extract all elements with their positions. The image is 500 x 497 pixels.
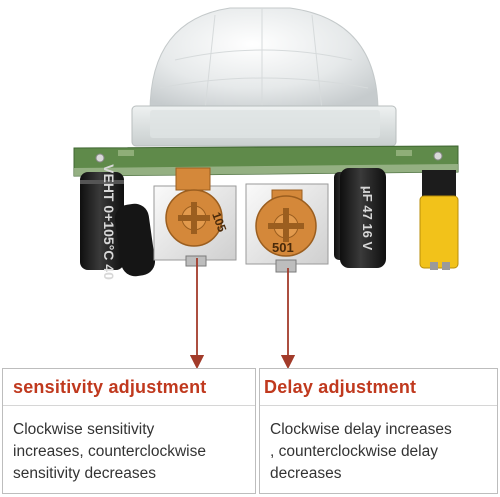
- sensitivity-title: sensitivity adjustment: [13, 377, 207, 397]
- right-capacitor-label: μF 47 16 V: [360, 186, 375, 251]
- delay-potentiometer: 501: [245, 183, 329, 273]
- delay-title: Delay adjustment: [264, 377, 417, 397]
- sensitivity-pot-code: 105: [209, 210, 229, 234]
- right-capacitors: μF 47 16 V: [334, 168, 386, 268]
- sensitivity-description: Clockwise sensitivity increases, counter…: [13, 421, 206, 482]
- delay-pot-code: 501: [272, 240, 294, 255]
- pcb-board: [73, 145, 459, 177]
- delay-panel: Delay adjustment Clockwise delay increas…: [259, 368, 498, 494]
- sensitivity-divider: [3, 405, 255, 406]
- sensitivity-potentiometer: 105: [153, 167, 237, 267]
- delay-divider: [260, 405, 497, 406]
- delay-description: Clockwise delay increases , counterclock…: [270, 421, 452, 482]
- left-capacitor-label: VEHT 0+105°C 40: [101, 164, 117, 280]
- left-capacitor: VEHT 0+105°C 40: [80, 164, 156, 280]
- yellow-component: [419, 170, 459, 270]
- sensitivity-panel: sensitivity adjustment Clockwise sensiti…: [2, 368, 256, 494]
- pir-dome: [131, 7, 397, 147]
- annotation-arrows: [189, 258, 296, 370]
